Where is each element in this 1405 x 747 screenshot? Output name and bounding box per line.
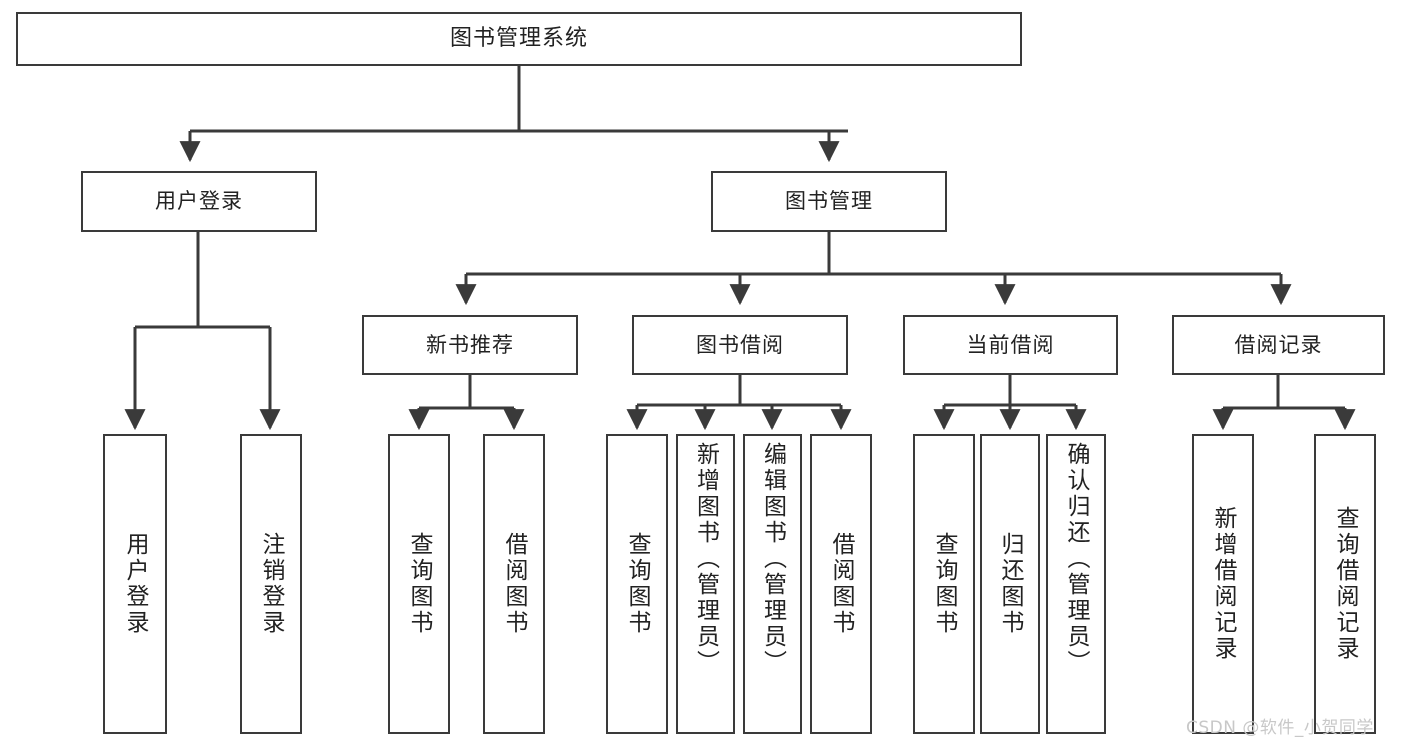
leaf-return-book[interactable]: 归还图书	[980, 434, 1040, 734]
node-label: 借阅记录	[1234, 332, 1323, 357]
node-label: 当前借阅	[966, 332, 1055, 357]
leaf-label: 查询图书	[931, 532, 958, 636]
node-book-management[interactable]: 图书管理	[711, 171, 947, 232]
leaf-label: 新增图书（管理员）	[692, 442, 719, 676]
leaf-query-book-recommend[interactable]: 查询图书	[388, 434, 450, 734]
leaf-query-book-current[interactable]: 查询图书	[913, 434, 975, 734]
leaf-borrow-book[interactable]: 借阅图书	[810, 434, 872, 734]
leaf-query-borrow-record[interactable]: 查询借阅记录	[1314, 434, 1376, 734]
node-new-book-recommend[interactable]: 新书推荐	[362, 315, 578, 375]
node-current-borrow[interactable]: 当前借阅	[903, 315, 1118, 375]
leaf-query-book-borrow[interactable]: 查询图书	[606, 434, 668, 734]
leaf-user-login[interactable]: 用户登录	[103, 434, 167, 734]
leaf-label: 新增借阅记录	[1210, 506, 1237, 662]
leaf-label: 编辑图书（管理员）	[759, 442, 786, 676]
leaf-label: 注销登录	[258, 532, 285, 636]
leaf-logout[interactable]: 注销登录	[240, 434, 302, 734]
node-book-borrow[interactable]: 图书借阅	[632, 315, 848, 375]
leaf-label: 归还图书	[997, 532, 1024, 636]
node-label: 图书管理	[785, 189, 873, 214]
leaf-label: 借阅图书	[828, 532, 855, 636]
leaf-label: 查询图书	[406, 532, 433, 636]
leaf-add-borrow-record[interactable]: 新增借阅记录	[1192, 434, 1254, 734]
leaf-label: 确认归还（管理员）	[1063, 442, 1090, 676]
node-label: 图书借阅	[696, 332, 784, 357]
node-borrow-records[interactable]: 借阅记录	[1172, 315, 1385, 375]
leaf-label: 用户登录	[122, 532, 149, 636]
node-user-login[interactable]: 用户登录	[81, 171, 317, 232]
leaf-label: 借阅图书	[501, 532, 528, 636]
node-label: 图书管理系统	[449, 26, 588, 52]
node-label: 用户登录	[155, 189, 243, 214]
node-root-system[interactable]: 图书管理系统	[16, 12, 1022, 66]
node-label: 新书推荐	[426, 332, 514, 357]
leaf-confirm-return-admin[interactable]: 确认归还（管理员）	[1046, 434, 1106, 734]
leaf-add-book-admin[interactable]: 新增图书（管理员）	[676, 434, 735, 734]
leaf-label: 查询借阅记录	[1332, 506, 1359, 662]
leaf-edit-book-admin[interactable]: 编辑图书（管理员）	[743, 434, 802, 734]
leaf-borrow-book-recommend[interactable]: 借阅图书	[483, 434, 545, 734]
leaf-label: 查询图书	[624, 532, 651, 636]
